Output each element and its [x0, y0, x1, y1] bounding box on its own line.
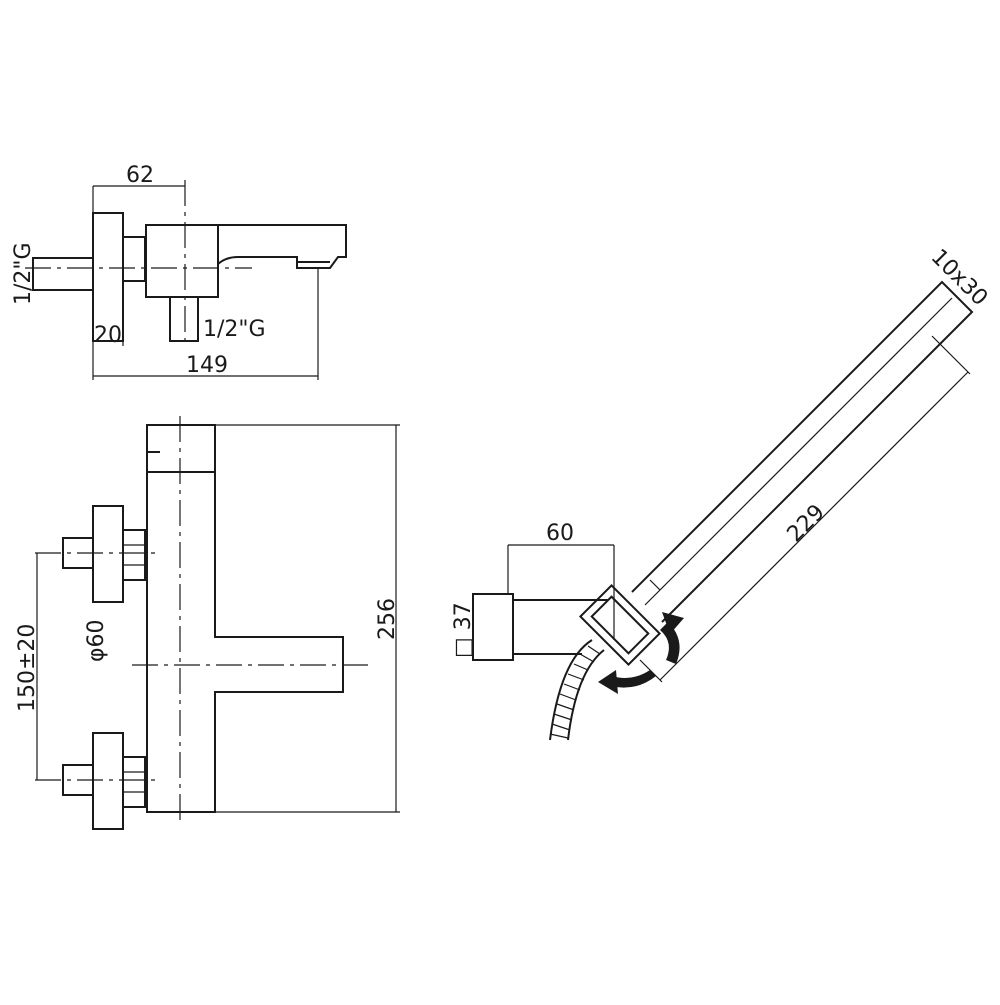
handshower-inner-line [644, 297, 953, 606]
rotation-arrow-bottom-head [598, 670, 618, 694]
front-upper-flange [92, 505, 124, 603]
front-lever [146, 424, 216, 473]
top-bottom-connector [169, 296, 199, 342]
thread-label-bottom: 1/2"G [203, 317, 266, 342]
handshower-handle [631, 280, 974, 623]
dim-label-10x30: 10x30 [926, 245, 992, 311]
dim-label-60: 60 [546, 521, 574, 546]
top-valve-body [145, 224, 219, 298]
rotation-arrow-icon [598, 612, 684, 694]
dim-label-229: 229 [783, 500, 830, 547]
dim-ext-229-top [931, 335, 971, 375]
dim-label-256: 256 [375, 598, 400, 640]
hose-outline-right [567, 649, 605, 741]
handshower-view: 60 □ 37 10x30 229 [451, 245, 992, 741]
rotation-arrow-right-shaft [660, 622, 680, 664]
front-upper-nut [122, 529, 146, 581]
dim-line-229 [659, 371, 969, 681]
dim-label-phi60: φ60 [84, 619, 109, 662]
dim-label-20: 20 [94, 323, 122, 348]
holder-wall-plate [472, 593, 514, 661]
top-inlet-pipe [32, 257, 94, 291]
holder-cup-inner [590, 595, 650, 655]
dim-label-62: 62 [126, 163, 154, 188]
handshower-joint [649, 579, 661, 591]
dim-label-150: 150±20 [15, 624, 40, 712]
holder-cup-body [578, 583, 662, 667]
thread-label-left: 1/2"G [11, 242, 36, 305]
dim-label-square37: □ 37 [451, 602, 476, 658]
front-lower-flange [92, 732, 124, 830]
holder-arm [513, 599, 608, 655]
dim-label-149: 149 [186, 353, 228, 378]
front-view: 150±20 φ60 256 [15, 416, 400, 830]
shower-hose [549, 639, 605, 741]
holder-cup [578, 583, 662, 667]
dim-ext-head [907, 281, 943, 317]
top-nut [122, 236, 146, 282]
rotation-arrow-right-head [662, 612, 684, 634]
front-body [146, 472, 344, 813]
top-wall-flange [92, 212, 124, 342]
handshower-body [631, 280, 974, 623]
front-lower-nut [122, 756, 146, 808]
hose-ribs [549, 645, 601, 739]
rotation-arrow-bottom-shaft [610, 670, 656, 688]
top-spout [217, 224, 347, 269]
top-view: 62 20 149 1/2"G 1/2"G [11, 163, 347, 380]
